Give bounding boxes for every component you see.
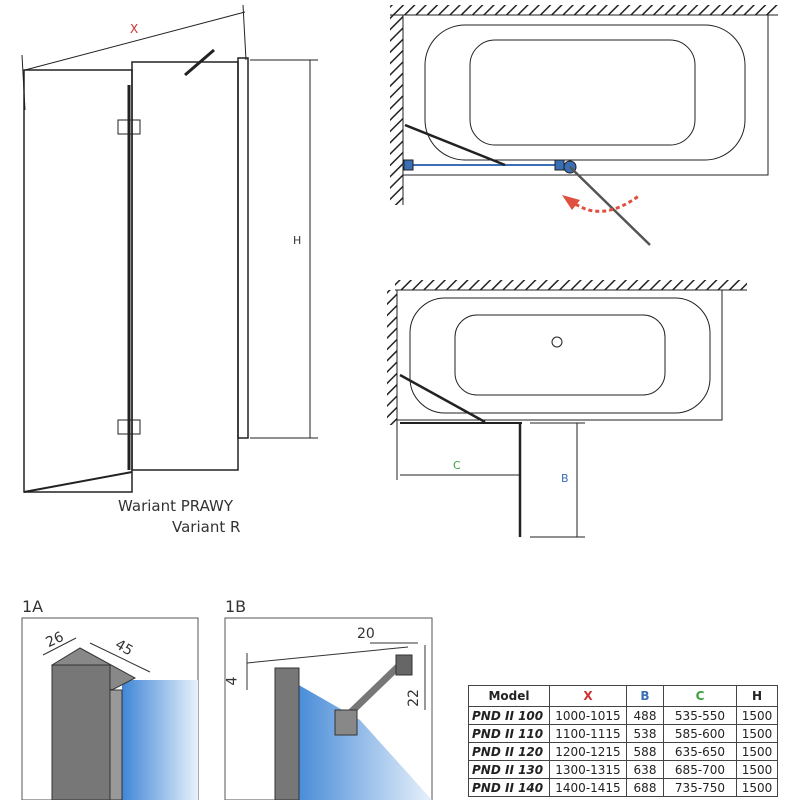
- cell-h: 1500: [736, 724, 778, 743]
- detail-1b-dim-4: 4: [224, 676, 241, 686]
- cell-model: PND II 130: [468, 760, 550, 779]
- cell-x: 1400-1415: [549, 778, 627, 797]
- cell-b: 488: [626, 706, 664, 725]
- dim-b-label: B: [561, 472, 569, 485]
- detail-1b-dim-20: 20: [357, 626, 375, 642]
- cell-h: 1500: [736, 742, 778, 761]
- front-view: [21, 4, 318, 493]
- plan-view-bottom: [387, 280, 747, 538]
- variant-label-en: Variant R: [172, 518, 241, 536]
- detail-1b-title: 1B: [225, 597, 247, 616]
- detail-1a-drawing: [21, 617, 199, 800]
- detail-1b-drawing: [224, 617, 433, 800]
- cell-b: 638: [626, 760, 664, 779]
- cell-b: 588: [626, 742, 664, 761]
- cell-x: 1300-1315: [549, 760, 627, 779]
- cell-x: 1000-1015: [549, 706, 627, 725]
- dim-h-label: H: [293, 234, 302, 247]
- cell-h: 1500: [736, 760, 778, 779]
- cell-b: 688: [626, 778, 664, 797]
- variant-label-pl: Wariant PRAWY: [118, 497, 234, 515]
- plan-view-top: [390, 5, 778, 246]
- detail-1b-dim-22: 22: [405, 689, 422, 707]
- cell-model: PND II 120: [468, 742, 550, 761]
- cell-model: PND II 100: [468, 706, 550, 725]
- cell-x: 1100-1115: [549, 724, 627, 743]
- header-x: X: [549, 685, 627, 707]
- cell-h: 1500: [736, 706, 778, 725]
- cell-c: 585-600: [663, 724, 737, 743]
- dim-x-label: X: [130, 22, 139, 36]
- header-h: H: [736, 685, 778, 707]
- detail-1a-title: 1A: [22, 597, 44, 616]
- cell-h: 1500: [736, 778, 778, 797]
- cell-c: 685-700: [663, 760, 737, 779]
- cell-c: 635-650: [663, 742, 737, 761]
- cell-c: 735-750: [663, 778, 737, 797]
- cell-model: PND II 140: [468, 778, 550, 797]
- header-model: Model: [468, 685, 550, 707]
- dim-c-label: C: [453, 459, 461, 472]
- table-header-row: Model X B C H: [468, 685, 778, 707]
- cell-b: 538: [626, 724, 664, 743]
- header-c: C: [663, 685, 737, 707]
- cell-x: 1200-1215: [549, 742, 627, 761]
- cell-c: 535-550: [663, 706, 737, 725]
- header-b: B: [626, 685, 664, 707]
- cell-model: PND II 110: [468, 724, 550, 743]
